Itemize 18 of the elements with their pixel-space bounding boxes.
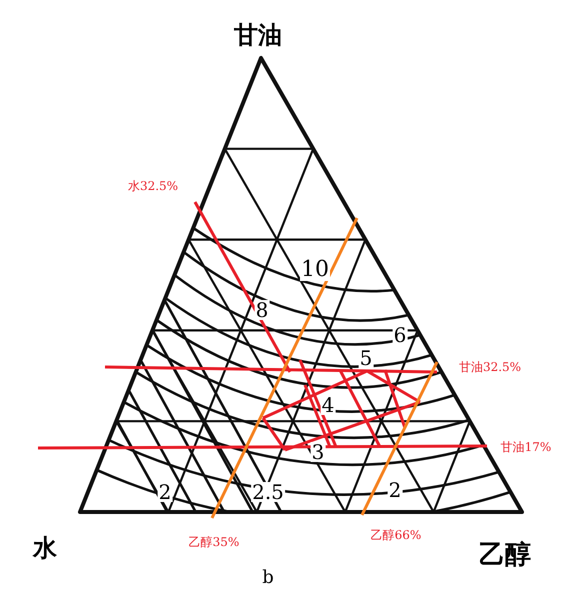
contour-label: 2.5 bbox=[251, 482, 285, 502]
axis-label: 乙醇 bbox=[478, 542, 532, 568]
annotation-label: 乙醇35% bbox=[188, 536, 240, 548]
annotation-label: 乙醇66% bbox=[370, 529, 422, 541]
axis-label: 水 bbox=[32, 536, 58, 560]
contour-label: 3 bbox=[310, 442, 326, 462]
annotation-label: 甘油32.5% bbox=[458, 361, 522, 373]
annotation-label: 甘油17% bbox=[500, 441, 552, 453]
contour-label: 8 bbox=[254, 300, 270, 320]
contour-label: 2 bbox=[388, 480, 402, 500]
contour-label: 5 bbox=[358, 348, 374, 368]
annotation-label: 水32.5% bbox=[126, 180, 180, 192]
contour-label: 2 bbox=[158, 482, 172, 502]
axis-label: 甘油 bbox=[233, 23, 283, 47]
contour-label: 6 bbox=[392, 325, 408, 345]
panel-label: b bbox=[261, 569, 275, 587]
contour-label: 10 bbox=[300, 259, 330, 281]
contour-label: 4 bbox=[320, 395, 336, 415]
